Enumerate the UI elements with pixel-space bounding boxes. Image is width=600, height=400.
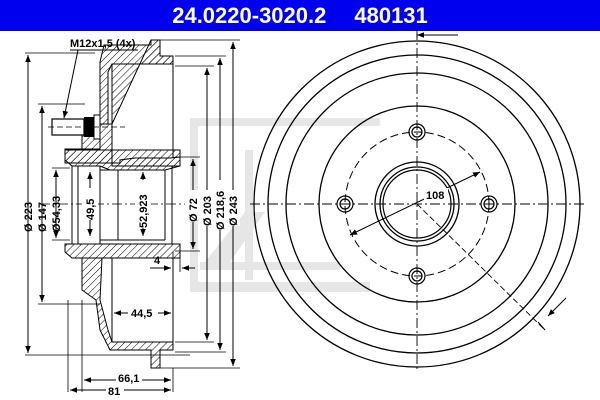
dim-d223: Ø 223 (23, 202, 35, 232)
hub-bottom (64, 243, 181, 259)
drum-wall-top (99, 39, 174, 125)
section-view: M12x1,5 (4x) Ø 223 Ø 147 Ø54,33 49,5 52,… (23, 38, 240, 398)
dim-4: 4 (154, 255, 161, 267)
thread-label: M12x1,5 (4x) (70, 38, 136, 50)
title-bar: 24.0220-3020.2 480131 (0, 0, 600, 31)
reference-number: 480131 (354, 2, 428, 28)
dim-d54-33: Ø54,33 (51, 196, 63, 232)
dim-44-5: 44,5 (131, 308, 152, 320)
dim-52-923: 52,923 (138, 194, 150, 228)
dim-66-1: 66,1 (118, 373, 139, 385)
front-view (250, 30, 584, 372)
dim-d243: Ø 243 (228, 196, 240, 226)
dim-d203: Ø 203 (202, 196, 214, 226)
wheel-stud (48, 114, 125, 140)
dim-d218-6: Ø 218,6 (215, 191, 227, 230)
drum-wall-bottom (81, 257, 174, 369)
dim-49-5: 49,5 (85, 199, 97, 220)
pcd-label: 108 (426, 190, 444, 202)
dim-d72: Ø 72 (188, 198, 200, 222)
dim-d147: Ø 147 (37, 202, 49, 232)
hub-top (64, 149, 181, 171)
dim-81: 81 (108, 386, 120, 398)
part-number: 24.0220-3020.2 (172, 2, 327, 28)
